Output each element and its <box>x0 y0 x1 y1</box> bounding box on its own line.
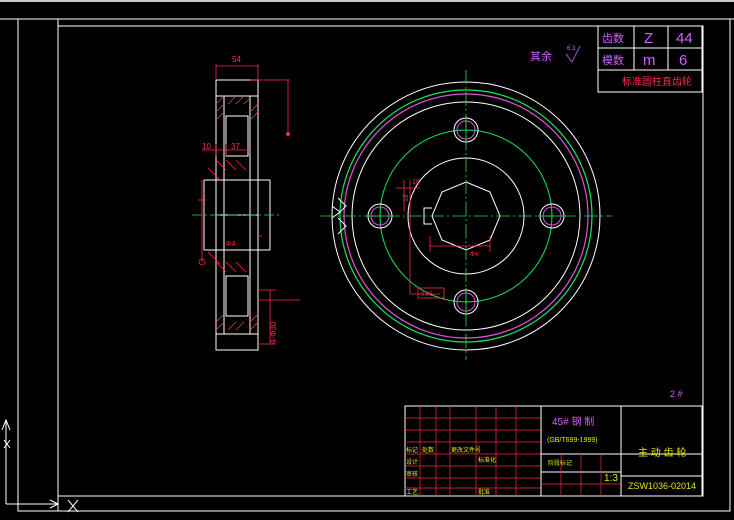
dim-keyway-depth: 18 <box>403 194 410 202</box>
section-hatch-top <box>207 95 259 181</box>
title-block: 45# 钢 制 (GB/T699-1999) 主 动 齿 轮 1:3 ZSW10… <box>404 405 703 497</box>
tb-label-standardize: 标准化 <box>478 456 496 464</box>
param-module-label: 模数 <box>602 54 624 67</box>
inner-drawing-frame <box>57 25 704 497</box>
dim-hub-offset: 10 <box>202 142 211 151</box>
param-teeth-label: 齿数 <box>602 32 624 45</box>
tb-label-change: 更改文件号 <box>451 446 481 454</box>
dim-face-width: 54 <box>232 55 241 64</box>
gear-section-view: 54 10 37 4-Φ30 Φ4 <box>192 55 300 351</box>
tb-label-mark: 标记 <box>406 446 418 454</box>
section-hatch-bottom <box>207 251 259 331</box>
param-footer: 标准圆柱直齿轮 <box>622 75 692 88</box>
tb-label-process: 工艺 <box>406 488 418 496</box>
dim-hole-spec: 4-Φ30 <box>269 321 278 344</box>
roughness-symbol <box>565 45 581 63</box>
gear-parameter-table: 齿数 Z 44 模数 m 6 标准圆柱直齿轮 <box>597 25 703 93</box>
dim-hub-dia-front: Φ4 <box>470 252 479 258</box>
tb-standard: (GB/T699-1999) <box>547 437 598 444</box>
keyway <box>423 207 432 225</box>
param-module-value: 6 <box>679 52 687 69</box>
param-teeth-value: 44 <box>676 30 693 47</box>
gear-front-view: 18 18 Φ4 0.05 <box>320 70 612 360</box>
tb-part-name: 主 动 齿 轮 <box>638 446 686 459</box>
tolerance-box: 0.05 <box>421 292 433 298</box>
remainder-label: 其余 <box>530 49 552 63</box>
tb-label-design: 设计 <box>406 458 418 466</box>
tb-material: 45# 钢 制 <box>552 415 594 428</box>
tb-label-count: 处数 <box>422 446 434 454</box>
tb-label-review: 审核 <box>406 470 418 478</box>
sheet-outer-frame <box>17 18 731 512</box>
tooth-profile <box>331 197 347 235</box>
dim-keyway-width: 18 <box>412 179 420 186</box>
tb-scale: 1:3 <box>604 473 618 484</box>
roughness-value: 6.3 <box>567 46 576 52</box>
tb-label-approve: 批准 <box>478 488 490 496</box>
sheet-index: 2 # <box>670 389 683 399</box>
tb-stage-label: 阶段标记 <box>548 459 572 467</box>
param-module-symbol: m <box>643 52 656 69</box>
dim-hub-width: 37 <box>231 142 240 151</box>
remainder-roughness-note: 其余 6.3 <box>530 45 581 63</box>
front-centerlines <box>320 70 612 360</box>
ucs-icon <box>1 418 79 513</box>
tb-drawing-number: ZSW1036-02014 <box>628 481 696 491</box>
param-teeth-symbol: Z <box>644 30 653 47</box>
window-top-border <box>0 0 734 2</box>
dim-hub-diameter: Φ4 <box>226 241 236 248</box>
